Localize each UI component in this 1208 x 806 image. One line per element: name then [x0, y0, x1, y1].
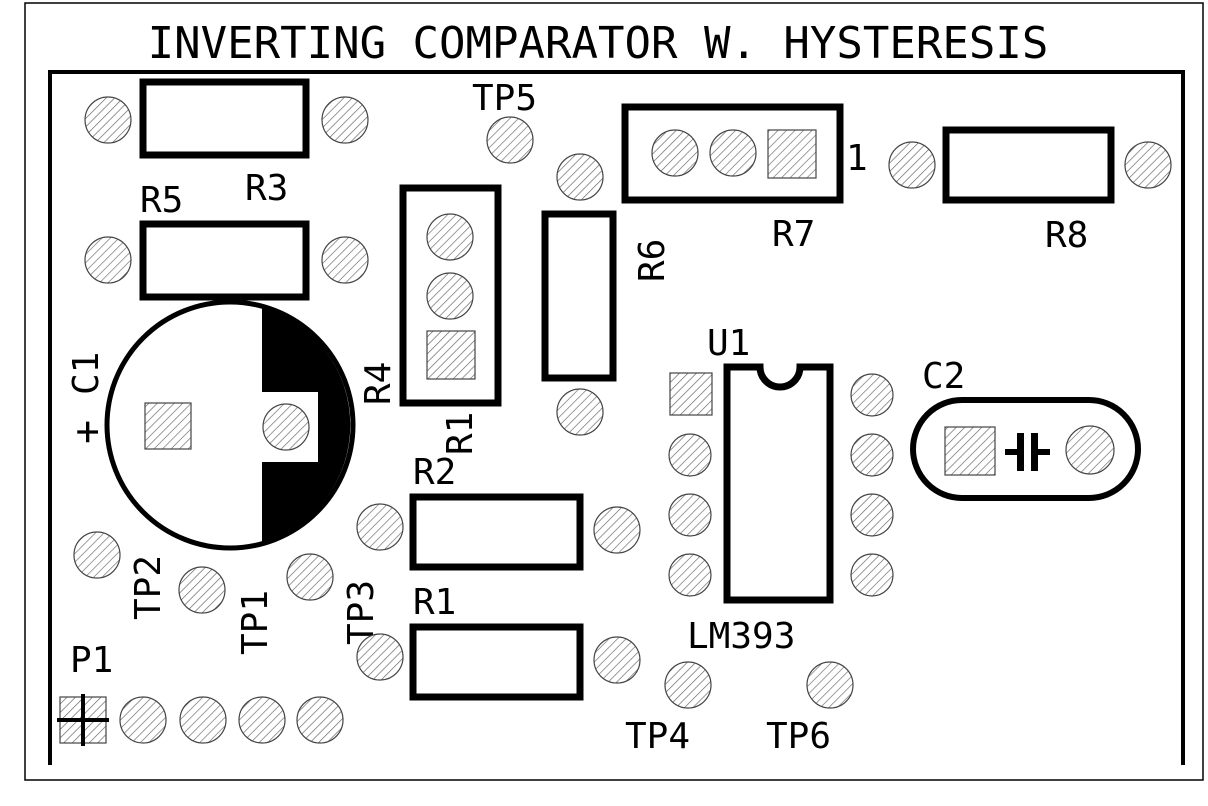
tp5-pad: [486, 116, 534, 164]
r4-pad-2: [426, 272, 474, 320]
r5-label: R5: [140, 180, 183, 221]
r2-body: [409, 493, 584, 571]
c1-polarity-band: [262, 307, 351, 543]
r6-body: [541, 210, 617, 382]
r1-pad-right: [593, 636, 641, 684]
board-inner-outline: [48, 70, 1185, 765]
p1-pin5: [296, 696, 344, 744]
c2-symbol-plate-right: [1031, 433, 1038, 471]
r4-body: [399, 184, 502, 407]
c2-pad-round: [1065, 425, 1115, 475]
r6-pad-top: [556, 153, 604, 201]
r5-pad-left: [84, 236, 132, 284]
u1-pin3: [668, 493, 712, 537]
tp2-pad: [73, 531, 121, 579]
tp6-label: TP6: [766, 716, 831, 757]
r7-label: R7: [772, 214, 815, 255]
u1-pin4: [668, 553, 712, 597]
tp2-label: TP2: [128, 555, 169, 620]
r4-label: R4: [358, 362, 399, 405]
u1-pin5: [850, 553, 894, 597]
c2-outline: [910, 397, 1141, 501]
r8-body: [942, 126, 1115, 204]
tp4-pad: [664, 661, 712, 709]
c1-outline: [104, 299, 356, 551]
p1-pin2: [119, 696, 167, 744]
r5-pad-right: [321, 236, 369, 284]
board-title: INVERTING COMPARATOR W. HYSTERESIS: [148, 18, 1049, 69]
u1-body: [723, 363, 834, 604]
r2-pad-left: [356, 503, 404, 551]
tp6-pad: [806, 661, 854, 709]
tp4-label: TP4: [625, 716, 690, 757]
p1-pin3: [179, 696, 227, 744]
r6-label: R6: [632, 239, 673, 282]
tp5-label: TP5: [472, 78, 537, 119]
p1-pin4: [238, 696, 286, 744]
r7-pad-3-square: [767, 129, 817, 179]
c2-pad-square: [944, 426, 996, 476]
u1-pin8: [850, 373, 894, 417]
r4-pad-3-square: [426, 330, 476, 380]
u1-pin7: [850, 433, 894, 477]
r3-pad-right: [321, 96, 369, 144]
r4-pad-1: [426, 213, 474, 261]
r6-pad-bottom: [556, 388, 604, 436]
c2-label: C2: [922, 356, 965, 397]
c1-pad-round: [262, 403, 310, 451]
r3-pad-left: [84, 96, 132, 144]
r7-pin1-label: 1: [846, 138, 868, 179]
c1-plus-sign: +: [64, 420, 110, 444]
r1-label: R1: [413, 582, 456, 623]
r7-body: [621, 103, 844, 204]
board-outer-frame: [24, 2, 1204, 781]
tp3-pad: [286, 553, 334, 601]
u1-pin2: [668, 433, 712, 477]
p1-label: P1: [70, 640, 113, 681]
u1-label: U1: [707, 323, 750, 364]
r7-pad-2: [709, 129, 757, 177]
c1-pad-square: [144, 402, 192, 450]
r1-body: [409, 623, 584, 701]
r8-label: R8: [1045, 215, 1088, 256]
u1-pin1-square: [669, 372, 713, 416]
r8-pad-right: [1124, 141, 1172, 189]
r2-pad-right: [593, 506, 641, 554]
tp1-label: TP1: [235, 590, 276, 655]
r3-body: [139, 78, 310, 159]
r5-body: [139, 220, 310, 301]
lm393-label: LM393: [687, 616, 795, 657]
r1-pad-left: [356, 633, 404, 681]
r3-label: R3: [245, 168, 288, 209]
r8-pad-left: [888, 141, 936, 189]
r2-label: R2: [413, 452, 456, 493]
u1-pin6: [850, 493, 894, 537]
r7-pad-1: [651, 129, 699, 177]
tp1-pad: [178, 566, 226, 614]
c2-symbol-plate-left: [1017, 433, 1024, 471]
c1-label: C1: [66, 352, 107, 395]
r1-rotated-label: R1: [440, 412, 481, 455]
